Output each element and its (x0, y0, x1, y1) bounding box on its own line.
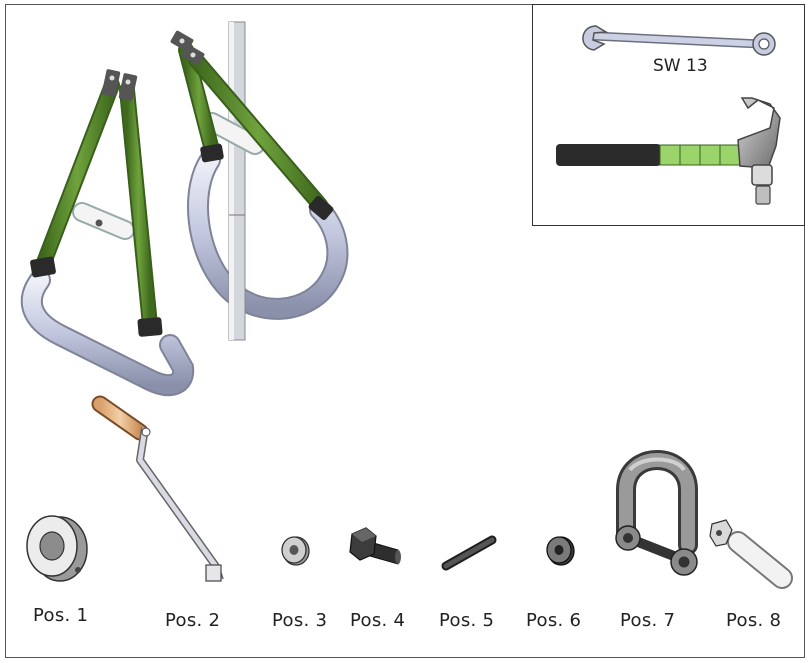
part-8-pin-icon (709, 519, 793, 589)
wrench-icon (582, 25, 776, 56)
part-5-pin-icon (441, 535, 497, 571)
part-label-4: Pos. 4 (350, 610, 406, 631)
wrench-size-label: SW 13 (653, 56, 708, 76)
drawing-frame (5, 4, 805, 658)
part-4-bolt-icon (349, 527, 401, 565)
part-3-washer-icon (281, 536, 310, 566)
part-6-washer-icon (546, 536, 575, 566)
part-label-3: Pos. 3 (272, 610, 328, 631)
part-label-8: Pos. 8 (726, 610, 782, 631)
part-label-7: Pos. 7 (620, 610, 676, 631)
part-2-crank-icon (91, 395, 224, 582)
stand-right-illustration (170, 21, 349, 341)
part-label-1: Pos. 1 (33, 605, 89, 626)
hammer-icon (556, 97, 781, 205)
part-label-6: Pos. 6 (526, 610, 582, 631)
part-1-collar-icon (26, 515, 88, 582)
part-label-2: Pos. 2 (165, 610, 221, 631)
stand-left-illustration (20, 69, 195, 397)
part-7-shackle-icon (615, 450, 698, 576)
part-label-5: Pos. 5 (439, 610, 495, 631)
